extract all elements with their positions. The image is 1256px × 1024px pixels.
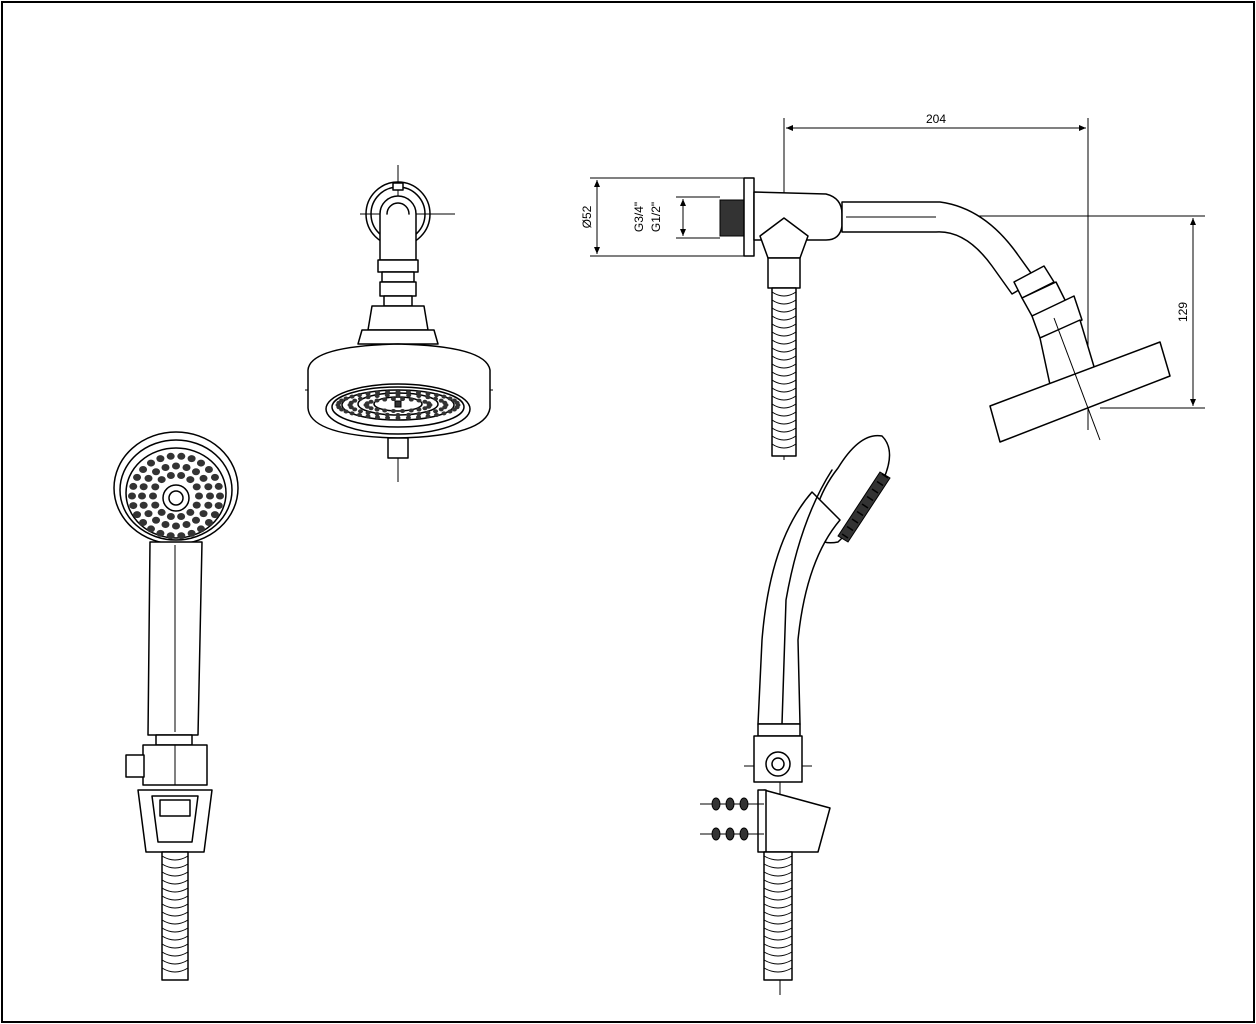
thread-outer-label: G3/4" — [632, 202, 646, 232]
height-dimension-label: 129 — [1176, 302, 1190, 322]
hand-shower-front-view — [113, 431, 239, 981]
hand-shower-side-view — [700, 434, 891, 995]
overhead-shower-side-view: 204 129 Ø52 G3/4" G1/2" — [580, 112, 1205, 460]
width-dimension-label: 204 — [926, 112, 946, 126]
thread-inner-label: G1/2" — [649, 202, 663, 232]
overhead-shower-front-view — [305, 165, 493, 482]
flange-diameter-label: Ø52 — [580, 205, 594, 228]
